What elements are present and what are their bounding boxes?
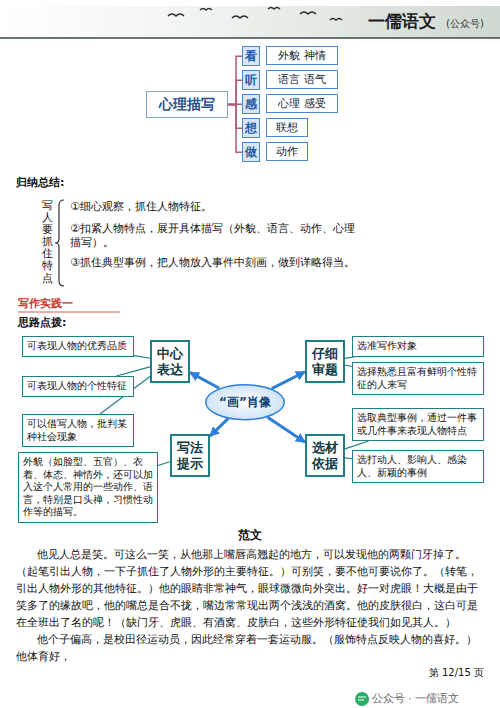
node-text: 想 xyxy=(243,121,259,135)
sense-box: 做 xyxy=(242,142,260,162)
connector-line xyxy=(345,357,356,359)
aspect-box: 外貌 神情 xyxy=(266,46,338,65)
header-rule xyxy=(0,37,500,39)
header-title-block: 一儒语文 xyxy=(368,10,448,32)
connector-line xyxy=(116,367,150,376)
essay-paragraph: 他个子偏高，是校田径运动员，因此经常穿着一套运动服。（服饰特点反映人物的喜好。）… xyxy=(16,631,486,665)
aspect-box: 语言 语气 xyxy=(266,70,338,89)
header-sub-block: (公众号) xyxy=(446,17,498,30)
node-text: 仔细审题 xyxy=(312,346,338,377)
connector-line xyxy=(158,462,170,466)
node-text: 选材依据 xyxy=(312,440,338,471)
node-text: 看 xyxy=(243,49,259,63)
summary-point: ①细心观察，抓住人物特征。 xyxy=(70,200,360,214)
sense-box: 看 xyxy=(242,46,260,66)
point-box: 外貌（如脸型、五官）、衣着、体态、神情外，还可以加入这个人常用的一些动作、语言，… xyxy=(18,452,158,523)
topic-box: 心理描写 xyxy=(146,91,228,118)
section-underline xyxy=(18,312,120,313)
essay-paragraph: 他见人总是笑。可这么一笑，从他那上嘴唇高翘起的地方，可以发现他的两颗门牙掉了。（… xyxy=(16,546,486,631)
bracket-connector xyxy=(228,104,242,128)
sense-box: 听 xyxy=(242,70,260,90)
aspect-box: 联想 xyxy=(266,118,308,137)
wechat-icon xyxy=(355,692,369,706)
node-text: 可以借写人物，批判某种社会现象 xyxy=(27,418,129,443)
node-text: 选准写作对象 xyxy=(357,340,479,353)
summary-point: ③抓住典型事例，把人物放入事件中刻画，做到详略得当。 xyxy=(70,256,360,270)
header-title: 一儒语文 xyxy=(368,10,448,32)
point-box: 可以借写人物，批判某种社会现象 xyxy=(22,414,134,447)
node-text: 心理描写 xyxy=(151,96,223,113)
connector-line xyxy=(268,417,305,442)
section-label-block: 思路点拨: xyxy=(18,316,108,330)
vertical-heading: 写人要抓住特点 xyxy=(42,200,53,285)
bracket-connector xyxy=(228,56,242,104)
node-text: 选择熟悉且富有鲜明个性特征的人来写 xyxy=(357,366,479,391)
connector-line xyxy=(345,365,352,366)
connector-line xyxy=(345,441,369,449)
node-text: 做 xyxy=(243,145,259,159)
node-text: 联想 xyxy=(270,121,304,134)
essay-paragraph-block: 他见人总是笑。可这么一笑，从他那上嘴唇高翘起的地方，可以发现他的两颗门牙掉了。（… xyxy=(16,546,486,631)
point-box: 选择熟悉且富有鲜明个性特征的人来写 xyxy=(352,362,484,395)
connector-line xyxy=(190,372,219,388)
connector-line xyxy=(210,419,228,437)
aspect-box: 心理 感受 xyxy=(266,94,338,113)
summary-point: ②扣紧人物特点，展开具体描写（外貌、语言、动作、心理描写）。 xyxy=(70,222,360,251)
essay-title-block: 范文 xyxy=(200,528,300,544)
sense-box: 想 xyxy=(242,118,260,138)
birds xyxy=(168,8,342,21)
point-box: 可表现人物的个性特征 xyxy=(22,376,134,397)
center-ellipse: “画”肖像 xyxy=(205,384,285,420)
watermark-block: 公众号 · 一儒语文 xyxy=(372,692,496,706)
summary-point-block: ③抓住典型事例，把人物放入事件中刻画，做到详略得当。 xyxy=(70,256,360,270)
node-text: 中心表达 xyxy=(157,346,183,377)
node-text: 选取典型事例，通过一件事或几件事来表现人物特点 xyxy=(357,412,479,437)
node-text: 感 xyxy=(243,97,259,111)
connector-line xyxy=(345,457,352,459)
branch-box: 写法提示 xyxy=(170,434,210,477)
node-text: 可表现人物的优秀品质 xyxy=(27,340,129,353)
node-text: 心理 感受 xyxy=(270,97,334,110)
watermark: 公众号 · 一儒语文 xyxy=(372,692,496,706)
section-label: 归纳总结: xyxy=(16,176,106,190)
sense-box: 感 xyxy=(242,94,260,114)
connector-line xyxy=(134,356,150,359)
vertical-heading-block: 写人要抓住特点 xyxy=(42,200,53,285)
branch-box: 中心表达 xyxy=(150,340,190,383)
summary-point-block: ①细心观察，抓住人物特征。 xyxy=(70,200,360,214)
branch-box: 仔细审题 xyxy=(305,340,345,383)
point-box: 选取典型事例，通过一件事或几件事来表现人物特点 xyxy=(352,408,484,441)
node-text: 选打动人、影响人、感染人、新颖的事例 xyxy=(357,454,479,479)
node-text: “画”肖像 xyxy=(211,395,279,409)
node-text: 写法提示 xyxy=(177,440,203,471)
ellipse-shape xyxy=(206,385,284,420)
header-band xyxy=(0,6,500,38)
summary-point-block: ②扣紧人物特点，展开具体描写（外貌、语言、动作、心理描写）。 xyxy=(70,222,360,251)
node-text: 语言 语气 xyxy=(270,73,334,86)
point-box: 可表现人物的优秀品质 xyxy=(22,336,134,357)
header-sub: (公众号) xyxy=(446,17,498,30)
aspect-box: 动作 xyxy=(266,142,308,161)
bracket-connector xyxy=(228,104,242,152)
essay-title: 范文 xyxy=(200,528,300,544)
node-text: 可表现人物的个性特征 xyxy=(27,380,129,393)
page-number: 第 12/15 页 xyxy=(380,666,484,679)
section-title-block: 写作实践一 xyxy=(18,297,128,311)
section-label-block: 归纳总结: xyxy=(16,176,106,190)
node-text: 外貌 神情 xyxy=(270,49,334,62)
summary-brace xyxy=(55,200,64,286)
branch-box: 选材依据 xyxy=(305,434,345,477)
page-number-block: 第 12/15 页 xyxy=(380,666,484,679)
node-text: 外貌（如脸型、五官）、衣着、体态、神情外，还可以加入这个人常用的一些动作、语言，… xyxy=(23,456,153,519)
node-text: 动作 xyxy=(270,145,304,158)
section-label: 思路点拨: xyxy=(18,316,108,330)
essay-paragraph-block: 他个子偏高，是校田径运动员，因此经常穿着一套运动服。（服饰特点反映人物的喜好。）… xyxy=(16,631,486,665)
point-box: 选准写作对象 xyxy=(352,336,484,357)
bracket-connector xyxy=(228,80,242,104)
section-title: 写作实践一 xyxy=(18,297,128,311)
connector-line xyxy=(272,372,305,389)
node-text: 听 xyxy=(243,73,259,87)
wechat-icon-mark xyxy=(358,697,366,700)
point-box: 选打动人、影响人、感染人、新颖的事例 xyxy=(352,450,484,483)
